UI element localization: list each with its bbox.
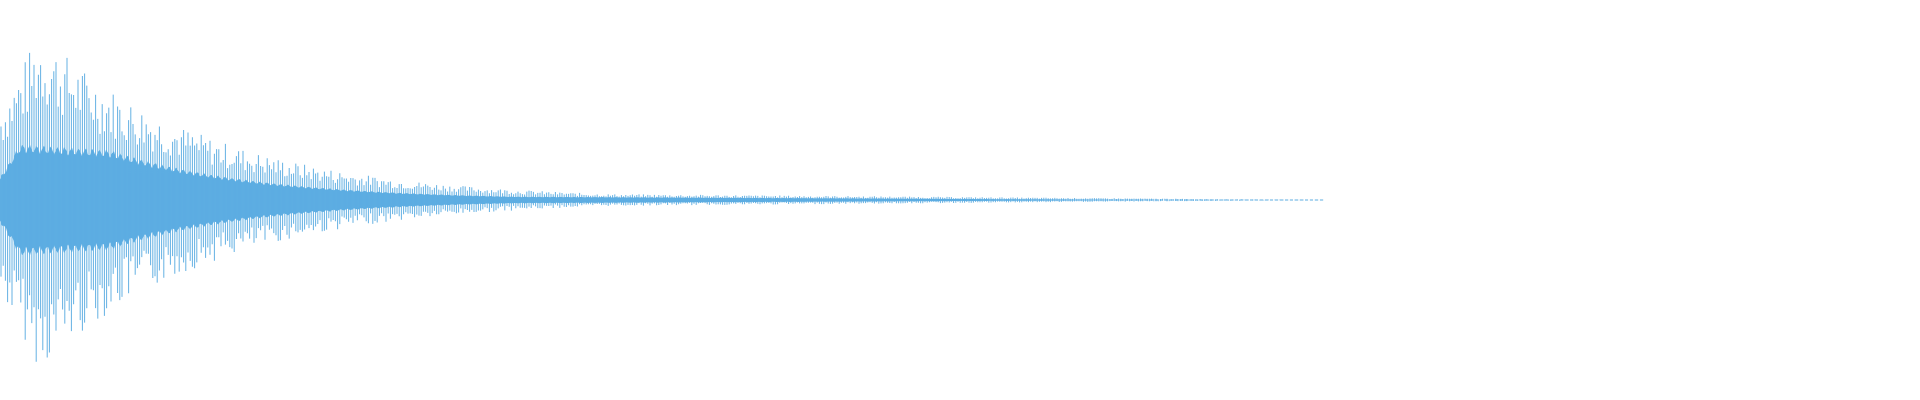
waveform-core-band	[0, 144, 1324, 256]
waveform-spikes	[0, 52, 1324, 362]
